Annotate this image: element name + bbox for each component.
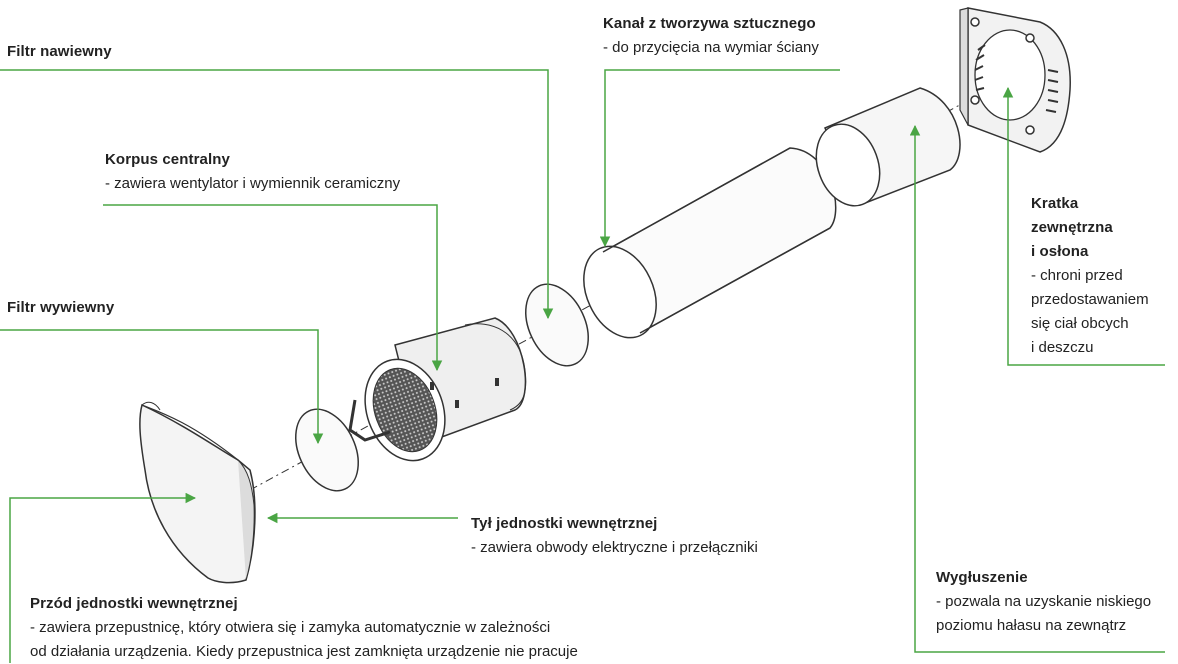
leader-wygluszenie [909,124,1165,653]
label-filtr-nawiewny: Filtr nawiewny [7,40,112,64]
label-title: Filtr wywiewny [7,299,115,316]
label-desc-line: - zawiera przepustnicę, który otwiera si… [30,619,551,636]
label-desc: - do przycięcia na wymiar ściany [603,39,819,56]
label-title: Filtr nawiewny [7,43,112,60]
label-title-line: zewnętrzna [1031,219,1113,236]
label-title: Wygłuszenie [936,569,1028,586]
leader-lines [0,69,1165,663]
leader-kanal [599,69,840,248]
supply-filter [525,283,589,367]
label-korpus: Korpus centralny - zawiera wentylator i … [105,148,400,196]
label-title: Tył jednostki wewnętrznej [471,515,658,532]
label-desc-line: i deszczu [1031,339,1094,356]
leader-filtr-wywiewny [0,329,324,445]
insulation-sleeve [815,87,961,207]
label-przod: Przód jednostki wewnętrznej - zawiera pr… [30,592,578,664]
label-tyl: Tył jednostki wewnętrznej - zawiera obwo… [471,512,758,560]
label-title-line: Kratka [1031,195,1079,212]
label-desc: - zawiera wentylator i wymiennik ceramic… [105,175,401,192]
central-body [348,317,527,462]
front-panel [139,401,256,584]
label-wygluszenie: Wygłuszenie - pozwala na uzyskanie niski… [936,566,1151,638]
plastic-duct [583,147,837,339]
label-desc-line: - pozwala na uzyskanie niskiego [936,593,1152,610]
leader-korpus [103,204,443,372]
label-kanal: Kanał z tworzywa sztucznego - do przycię… [603,12,819,60]
label-desc-line: - chroni przed [1031,267,1123,284]
label-desc-line: poziomu hałasu na zewnątrz [936,617,1127,634]
exhaust-filter [295,408,359,492]
label-desc-line: się ciał obcych [1031,315,1129,332]
label-title: Kanał z tworzywa sztucznego [603,15,816,32]
label-title-line: i osłona [1031,243,1089,260]
outer-grille [959,7,1071,153]
label-kratka: Kratka zewnętrzna i osłona - chroni prze… [1031,192,1149,360]
leader-kratka [1002,86,1165,366]
label-filtr-wywiewny: Filtr wywiewny [7,296,114,320]
leader-przod [9,492,197,663]
label-desc-line: od działania urządzenia. Kiedy przepustn… [30,643,578,660]
leader-filtr-nawiewny [0,69,554,320]
label-title: Przód jednostki wewnętrznej [30,595,238,612]
label-title: Korpus centralny [105,151,230,168]
label-desc-line: przedostawaniem [1031,291,1149,308]
label-desc: - zawiera obwody elektryczne i przełączn… [471,539,758,556]
